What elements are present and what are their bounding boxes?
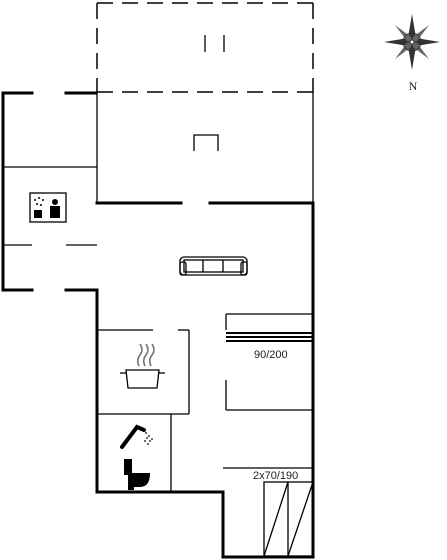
north-label: N <box>409 79 418 93</box>
bed-icon <box>226 313 313 342</box>
sauna-icon <box>29 192 67 223</box>
bunk-bed-icon <box>263 481 314 557</box>
interior-partitions <box>97 314 313 492</box>
toilet-icon <box>124 459 150 490</box>
bunk-bed-size-label: 2x70/190 <box>253 470 298 482</box>
cooking-pot-icon <box>120 343 165 389</box>
compass-rose-icon <box>384 14 440 70</box>
sofa-icon <box>179 256 248 276</box>
sauna-room <box>1 91 99 292</box>
bed-size-label: 90/200 <box>254 349 288 361</box>
shower-icon <box>120 424 153 449</box>
terrace-outline <box>96 2 314 93</box>
porch-room <box>96 92 314 203</box>
